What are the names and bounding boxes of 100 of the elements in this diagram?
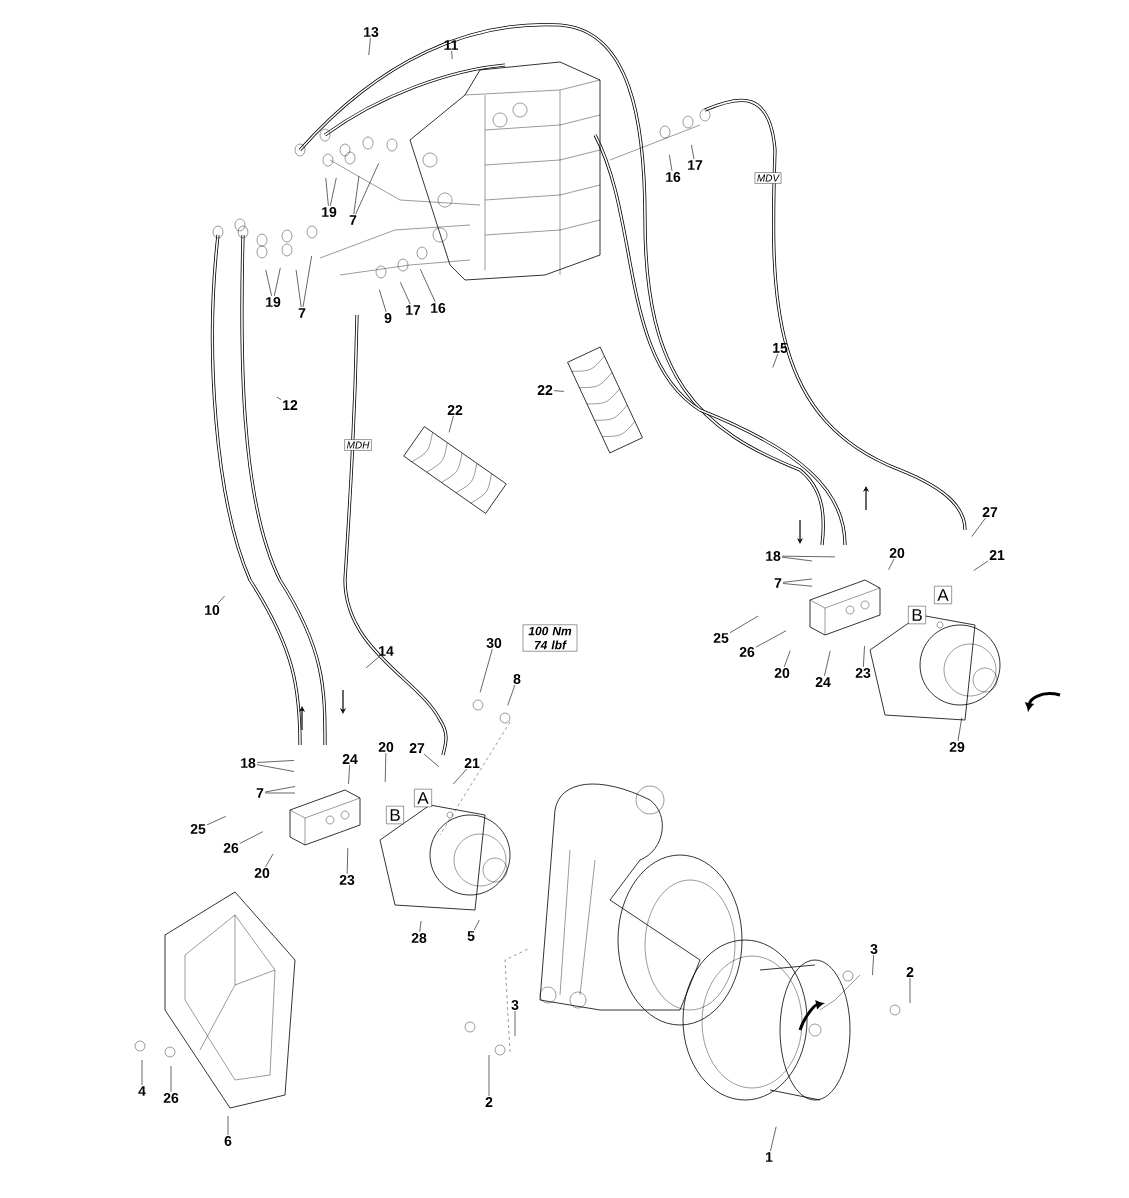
callout-number: 8: [513, 674, 521, 684]
callout-number: 11: [444, 40, 458, 50]
callout-number: 25: [190, 824, 206, 834]
leader-line: [782, 578, 813, 583]
callout-number: 23: [339, 875, 355, 885]
callout-number: 7: [349, 215, 357, 225]
callout-number: 24: [815, 677, 831, 687]
leader-line: [488, 1054, 490, 1097]
callout-number: 7: [774, 578, 782, 588]
callout-number: 20: [889, 548, 905, 558]
callout-number: 30: [486, 638, 502, 648]
callout-number: 27: [409, 743, 425, 753]
leader-line: [264, 786, 296, 793]
leader-line: [863, 645, 865, 668]
callout-number: 25: [713, 633, 729, 643]
callout-number: 12: [283, 400, 298, 410]
callout-number: 20: [774, 668, 790, 678]
hose-tag: MDV: [754, 172, 782, 184]
callout-number: 1: [766, 1152, 773, 1162]
leader-line: [365, 656, 380, 669]
leader-line: [400, 281, 411, 305]
leader-line: [973, 560, 989, 571]
leader-line: [330, 177, 337, 207]
callout-number: 19: [322, 207, 337, 217]
leader-line: [473, 919, 480, 931]
leader-line: [755, 630, 787, 648]
callout-number: 3: [870, 944, 878, 954]
leader-line: [346, 847, 349, 875]
callout-number: 21: [464, 758, 480, 768]
callout-number: 20: [254, 868, 270, 878]
leader-line: [256, 764, 295, 772]
leader-line: [872, 954, 874, 976]
callout-number: 23: [855, 668, 871, 678]
leader-line: [227, 1115, 229, 1136]
callout-number: 2: [906, 967, 914, 977]
leader-line: [302, 255, 312, 308]
leader-line: [507, 684, 516, 706]
leader-line: [957, 717, 963, 742]
leader-line: [368, 37, 371, 56]
callout-number: 2: [485, 1097, 493, 1107]
leader-line: [772, 353, 779, 368]
leader-line: [909, 977, 911, 1004]
leader-line: [239, 831, 264, 844]
leader-line: [781, 555, 836, 558]
leader-line: [353, 175, 360, 215]
leader-line: [479, 648, 493, 693]
callout-number: 18: [766, 551, 781, 561]
callout-number: 7: [256, 788, 264, 798]
leader-line: [514, 1010, 516, 1037]
hose-tag: MDH: [344, 439, 372, 451]
callout-number: 26: [739, 647, 755, 657]
torque-note: 100 Nm 74 lbf: [522, 624, 578, 652]
leader-line: [264, 792, 296, 794]
leader-line: [379, 289, 387, 313]
callout-number: 17: [406, 305, 421, 315]
leader-line: [276, 396, 282, 400]
port-letter: B: [908, 605, 926, 625]
callout-number: 18: [241, 758, 256, 768]
callout-number: 9: [384, 313, 392, 323]
leader-line: [355, 163, 379, 215]
leader-line: [256, 760, 295, 763]
callout-number: 19: [266, 297, 281, 307]
leader-line: [348, 764, 350, 785]
leader-line: [265, 269, 272, 297]
leader-line: [384, 752, 387, 783]
callout-number: 22: [537, 385, 553, 395]
leader-line: [423, 753, 440, 768]
callout-number: 27: [982, 507, 998, 517]
callout-number: 14: [379, 646, 394, 656]
leader-line: [419, 920, 422, 933]
callout-number: 5: [467, 931, 475, 941]
callout-number: 4: [138, 1086, 146, 1096]
callout-number: 6: [224, 1136, 232, 1146]
callout-number: 28: [411, 933, 427, 943]
leader-line: [971, 517, 986, 537]
leader-line: [770, 1126, 777, 1152]
leader-line: [325, 177, 329, 207]
leader-line: [420, 268, 436, 303]
leader-line: [824, 650, 831, 677]
leader-line: [691, 144, 695, 160]
callout-number: 26: [163, 1093, 179, 1103]
leader-line: [451, 50, 453, 60]
leader-line: [170, 1065, 172, 1093]
callout-number: 20: [378, 742, 394, 752]
leader-line: [141, 1059, 143, 1086]
callout-number: 17: [688, 160, 703, 170]
callout-number: 29: [949, 742, 965, 752]
port-letter: A: [934, 585, 952, 605]
leader-line: [888, 558, 895, 571]
callout-number: 3: [511, 1000, 519, 1010]
leader-line: [783, 650, 791, 668]
callout-number: 21: [989, 550, 1005, 560]
leader-line: [781, 556, 813, 562]
callout-number: 16: [431, 303, 446, 313]
leader-line: [295, 269, 302, 308]
callout-number: 22: [447, 405, 463, 415]
callout-number: 26: [223, 843, 239, 853]
leader-line: [206, 816, 227, 826]
callout-number: 15: [773, 343, 788, 353]
leader-line: [265, 853, 274, 868]
